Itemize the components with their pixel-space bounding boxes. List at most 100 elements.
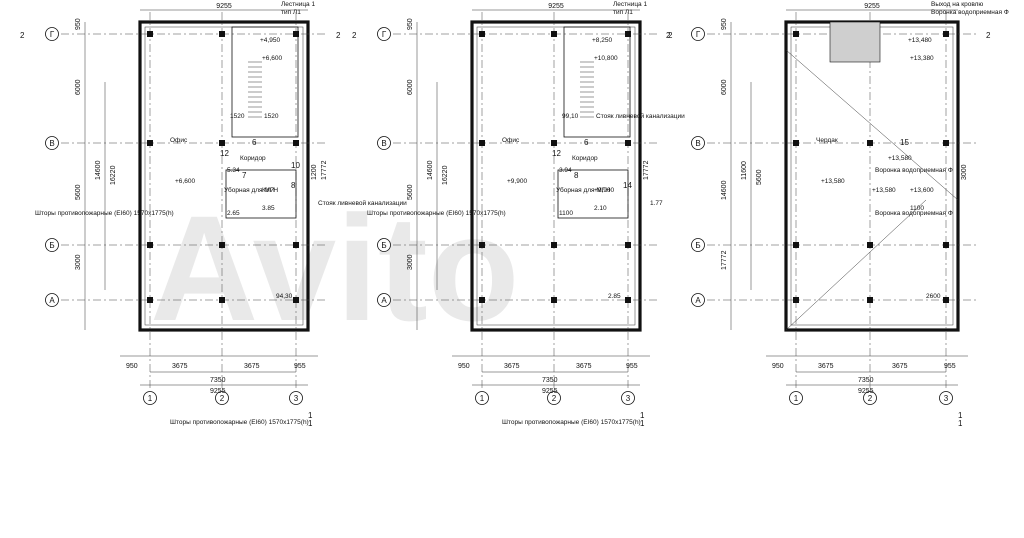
axis-bubble-label: В: [695, 139, 700, 148]
row-axis-bubble: [45, 293, 59, 307]
bottom-dimension: 3675: [504, 363, 520, 370]
bottom-dimension: 3675: [892, 363, 908, 370]
inner-wall-line: [790, 26, 954, 326]
room-label: +13,580: [821, 178, 845, 185]
tag-number: 6: [252, 138, 257, 147]
column: [219, 140, 225, 146]
height-dimension: 16220: [442, 165, 449, 185]
bottom-dimension: 3675: [818, 363, 834, 370]
tag-number: 2: [352, 31, 357, 40]
height-dimension: 17772: [721, 250, 728, 270]
tag-number: 2: [668, 31, 673, 40]
room-label: Стояк ливневой канализации: [596, 112, 685, 120]
room-label: 99,10: [562, 113, 579, 120]
column: [147, 140, 153, 146]
room-label: Чердак: [816, 137, 838, 144]
row-axis-bubble: [691, 27, 705, 41]
room-label: 1520: [264, 113, 279, 120]
column: [625, 242, 631, 248]
room-label: +13,580: [888, 155, 912, 162]
wc-block: [557, 169, 629, 219]
room-label: Воронка водоприемная Ф: [875, 210, 953, 217]
top-dimension: 9255: [216, 3, 232, 10]
height-dimension: 6000: [75, 79, 82, 95]
tag-number: 8: [574, 171, 579, 180]
room-label: 2600: [926, 293, 941, 300]
column: [147, 297, 153, 303]
top-dimension: 9255: [548, 3, 564, 10]
room-label: Уборная для МГН: [556, 186, 610, 194]
room-label: Коридор: [240, 155, 266, 162]
column: [479, 297, 485, 303]
column: [625, 297, 631, 303]
column: [219, 242, 225, 248]
room-label: Шторы противопожарные (EI60) 1570х1775(h…: [35, 210, 174, 217]
height-dimension: 1200: [311, 164, 318, 180]
roof-slope: [785, 199, 927, 331]
watermark: Avito: [150, 184, 519, 352]
column: [479, 31, 485, 37]
room-label: +10,800: [594, 55, 618, 62]
col-axis-bubble: [547, 391, 561, 405]
axis-bubble-label: 3: [944, 394, 949, 403]
axis-bubble-label: 1: [480, 394, 485, 403]
column: [943, 31, 949, 37]
tag-number: 1: [958, 411, 963, 420]
room-label: 5.34: [227, 167, 240, 174]
room-label: +8,250: [592, 37, 612, 44]
room-label: Воронка водоприемная Ф: [875, 167, 953, 174]
bottom-dimension: 7350: [858, 377, 874, 384]
column: [867, 242, 873, 248]
height-dimension: 17772: [643, 160, 650, 180]
column: [867, 297, 873, 303]
axis-bubble-label: В: [49, 139, 54, 148]
column: [943, 140, 949, 146]
room-label: +13,380: [910, 55, 934, 62]
bottom-dimension: 950: [126, 363, 138, 370]
bottom-dimension: 9255: [858, 388, 874, 395]
column: [793, 242, 799, 248]
exterior-wall: [138, 20, 310, 332]
bottom-dimension: 955: [944, 363, 956, 370]
column: [943, 242, 949, 248]
tag-number: 1: [308, 419, 313, 428]
axis-bubble-label: 3: [294, 394, 299, 403]
room-label: +13,600: [910, 187, 934, 194]
axis-bubble-label: 1: [148, 394, 153, 403]
room-label: 1100: [559, 210, 573, 217]
room-label: +4,950: [260, 37, 280, 44]
col-axis-bubble: [939, 391, 953, 405]
room-label: 1.77: [650, 200, 663, 207]
height-dimension: 950: [75, 18, 82, 30]
room-label: 3.85: [262, 205, 275, 212]
room-label: тип Л1: [281, 9, 301, 16]
col-axis-bubble: [621, 391, 635, 405]
bottom-dimension: 9255: [542, 388, 558, 395]
room-label: Выход на кровлю: [931, 1, 983, 8]
tag-number: 14: [623, 181, 632, 190]
axis-bubble-label: 1: [794, 394, 799, 403]
column: [219, 297, 225, 303]
tag-number: 1: [640, 419, 645, 428]
axis-bubble-label: Г: [50, 30, 55, 39]
column: [867, 140, 873, 146]
column: [293, 140, 299, 146]
row-axis-bubble: [377, 293, 391, 307]
tag-number: 2: [986, 31, 991, 40]
height-dimension: 3000: [75, 254, 82, 270]
bottom-dimension: 7350: [542, 377, 558, 384]
axis-bubble-label: А: [381, 296, 387, 305]
height-dimension: 3000: [961, 164, 968, 180]
row-axis-bubble: [691, 136, 705, 150]
tag-number: 1: [308, 411, 313, 420]
exterior-wall: [784, 20, 960, 332]
room-label: Воронка водоприемная Ф: [931, 9, 1009, 16]
column: [551, 297, 557, 303]
room-label: 1520: [230, 113, 245, 120]
column: [147, 242, 153, 248]
